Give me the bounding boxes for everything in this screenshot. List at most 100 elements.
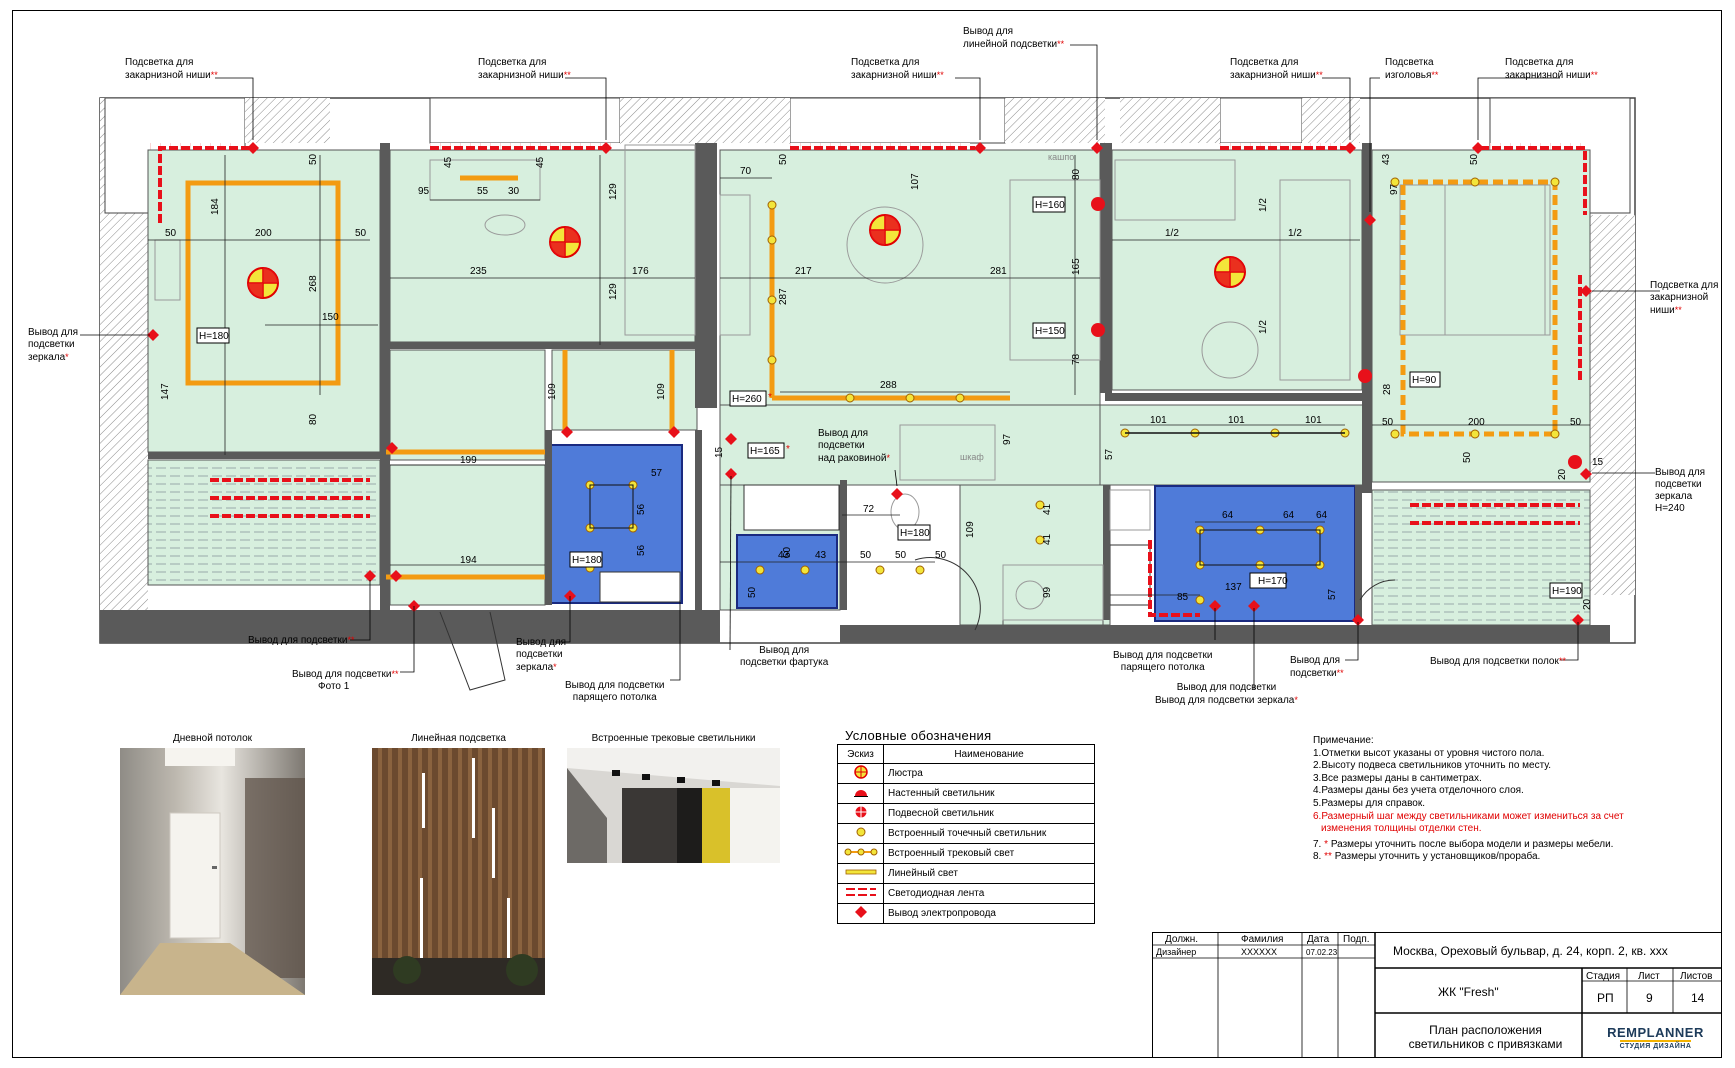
- dim-20-a: 20: [1557, 468, 1568, 480]
- dim-50-g: 50: [860, 550, 872, 561]
- outlets: [147, 142, 1592, 626]
- callout-right-mirror: Вывод для подсветки зеркала H=240: [1655, 467, 1706, 514]
- chandelier-icon: [853, 765, 868, 779]
- dim-80-b: 80: [1071, 168, 1082, 180]
- tb-surname: XXXXXX: [1241, 947, 1278, 957]
- dim-43-b: 43: [815, 550, 827, 561]
- notes: Примечание: 1.Отметки высот указаны от у…: [1313, 735, 1624, 864]
- photo-title-1: Дневной потолок: [172, 733, 253, 744]
- legend-title: Условные обозначения: [845, 728, 992, 743]
- height-tag-180-b: H=180: [572, 555, 602, 566]
- callout-top-linear: Вывод для линейной подсветки**: [963, 26, 1065, 50]
- dim-41-b: 41: [1042, 533, 1053, 545]
- dim-235: 235: [470, 266, 487, 277]
- dim-50-j: 50: [1469, 153, 1480, 165]
- height-tag-180-a: H=180: [199, 331, 229, 342]
- dim-70: 70: [740, 166, 752, 177]
- callout-bottom-1: Вывод для подсветки**: [248, 635, 355, 646]
- dim-101-b: 101: [1228, 415, 1245, 426]
- power-outlet-icon: [854, 906, 867, 918]
- legend-header: Эскиз Наименование: [837, 744, 1095, 764]
- tb-stage: РП: [1597, 991, 1614, 1005]
- dim-200: 200: [255, 228, 272, 239]
- dim-half-d: 1/2: [1258, 320, 1269, 334]
- callout-top-niche-5: Подсветка для закарнизной ниши**: [1505, 57, 1598, 81]
- dim-107: 107: [910, 173, 921, 190]
- note-item: 1.Отметки высот указаны от уровня чистог…: [1313, 747, 1545, 759]
- dim-15-b: 15: [1592, 457, 1604, 468]
- dim-57-c: 57: [1104, 448, 1115, 460]
- note-item: 4.Размеры даны без учета отделочного сло…: [1313, 785, 1524, 797]
- height-tag-190: H=190: [1552, 586, 1582, 597]
- dim-15: 15: [714, 446, 725, 458]
- photo-title-3: Встроенные трековые светильники: [591, 733, 756, 744]
- dim-184: 184: [210, 198, 221, 215]
- dim-109-c: 109: [965, 521, 976, 538]
- pendant-light-icon: [854, 806, 867, 818]
- tb-col-surname: Фамилия: [1241, 934, 1284, 945]
- legend-row: Вывод электропровода: [837, 903, 1095, 924]
- dim-129-b: 129: [608, 283, 619, 300]
- legend-row: Встроенный трековый свет: [837, 843, 1095, 864]
- tb-col-date: Дата: [1307, 934, 1330, 945]
- dim-50-e: 50: [782, 546, 793, 558]
- dim-109-a: 109: [547, 383, 558, 400]
- dim-165: 165: [1071, 258, 1082, 275]
- dim-64-b: 64: [1283, 510, 1295, 521]
- tb-logo: REMPLANNER СТУДИЯ ДИЗАЙНА: [1607, 1025, 1704, 1050]
- callout-top-niche-3: Подсветка для закарнизной ниши**: [851, 57, 944, 81]
- dim-268: 268: [308, 275, 319, 292]
- callout-bottom-8: Вывод для подсветки Вывод для подсветки …: [1155, 682, 1298, 706]
- led-strip-icon: [845, 888, 876, 896]
- dim-101-c: 101: [1305, 415, 1322, 426]
- dimension-lines: [148, 155, 1590, 596]
- tb-address: Москва, Ореховый бульвар, д. 24, корп. 2…: [1393, 944, 1668, 958]
- dim-30: 30: [508, 186, 520, 197]
- dim-50-a: 50: [165, 228, 177, 239]
- dim-50-b: 50: [355, 228, 367, 239]
- note-item: 2.Высоту подвеса светильников уточнить п…: [1313, 760, 1552, 772]
- callout-bottom-6: Вывод для подсветки парящего потолка: [1113, 650, 1213, 673]
- dim-50-m: 50: [1462, 451, 1473, 463]
- height-tag-150: H=150: [1035, 326, 1065, 337]
- dim-287: 287: [778, 288, 789, 305]
- callout-bottom-3: Вывод для подсветки зеркала*: [516, 637, 567, 673]
- dim-64-a: 64: [1222, 510, 1234, 521]
- furniture-label-closet: шкаф: [960, 452, 984, 462]
- tb-drawing-title: План расположения светильников с привязк…: [1408, 1023, 1563, 1051]
- dim-129-a: 129: [608, 183, 619, 200]
- dim-99: 99: [1042, 586, 1053, 598]
- callout-bottom-4: Вывод для подсветки парящего потолка: [565, 680, 665, 703]
- drawing-sheet: [12, 10, 1722, 1058]
- note-item-8: 8. ** Размеры уточнить у установщиков/пр…: [1313, 851, 1541, 863]
- furniture-label-kashpo: кашпо: [1048, 152, 1074, 162]
- photo-day-ceiling: [120, 748, 305, 995]
- dim-56-b: 56: [636, 544, 647, 556]
- legend-table: Эскиз Наименование Люстра Настенный свет…: [837, 744, 1095, 924]
- wall-light-icon: [853, 790, 868, 797]
- height-tag-90: H=90: [1412, 375, 1437, 386]
- legend-row: Настенный светильник: [837, 783, 1095, 804]
- callout-top-niche-2: Подсветка для закарнизной ниши**: [478, 57, 571, 81]
- tb-col-sign: Подп.: [1343, 934, 1370, 945]
- dim-56-a: 56: [636, 503, 647, 515]
- dim-50-d: 50: [778, 153, 789, 165]
- leader-lines: [80, 44, 1660, 690]
- led-strips: [158, 146, 1587, 617]
- legend-row: Светодиодная лента: [837, 883, 1095, 904]
- dim-50-l: 50: [1570, 417, 1582, 428]
- dim-97-b: 97: [1389, 183, 1400, 195]
- spot-light-icon: [856, 827, 865, 837]
- dim-288: 288: [880, 380, 897, 391]
- walls: [100, 143, 1610, 643]
- height-tag-170: H=170: [1258, 576, 1288, 587]
- callout-top-headboard: Подсветка изголовья**: [1385, 57, 1439, 81]
- dim-97: 97: [1002, 433, 1013, 445]
- photo-linear-light: [372, 748, 545, 995]
- height-tag-180-c: H=180: [900, 528, 930, 539]
- dim-281: 281: [990, 266, 1007, 277]
- dim-147: 147: [160, 383, 171, 400]
- dim-200-b: 200: [1468, 417, 1485, 428]
- dim-80: 80: [308, 413, 319, 425]
